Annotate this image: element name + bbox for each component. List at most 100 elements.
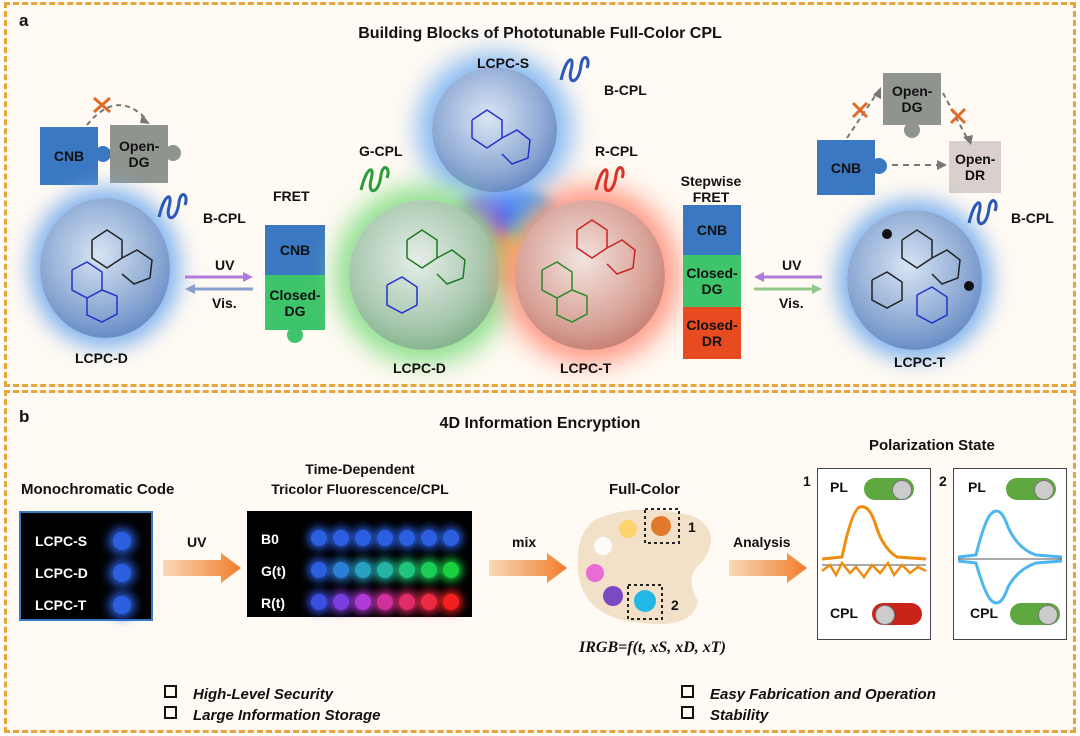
b-cpl-helix-icon-top [559,56,590,83]
analysis-arrow [729,553,807,583]
vis-label-right: Vis. [779,295,804,311]
uv-arrow-b [163,553,241,583]
panel-b-letter: b [19,407,30,426]
state2-box: PL CPL [953,468,1067,640]
checkbox-icon [681,706,694,719]
mono-row-d: LCPC-D [35,565,88,581]
state1-curves [821,505,927,580]
tricolor-dot [333,562,349,578]
tricolor-row-r: R(t) [261,595,286,611]
tricolor-title-1: Time-Dependent [305,461,415,477]
state1-cpl: CPL [830,605,858,621]
lcpc-t-label-center: LCPC-T [560,360,612,376]
bullet-security: High-Level Security [164,685,333,703]
state2-cpl: CPL [970,605,998,621]
state1-pl-toggle[interactable] [864,478,914,500]
tricolor-dot [355,594,371,610]
r-cpl-helix-icon [594,166,625,193]
closed-dg-knob [287,327,303,343]
open-dg-knob [165,145,181,161]
open-dg-block-left: Open-DG [110,125,168,183]
formula: IRGB=f(t, xS, xD, xT) [579,639,726,656]
tricolor-dot [399,594,415,610]
fret-cnb-block: CNB [265,225,325,275]
tricolor-dot [311,562,327,578]
toggle-knob [1034,480,1054,500]
mono-title: Monochromatic Code [21,481,175,498]
lcpc-d-sphere-center [349,200,499,350]
state1-cpl-toggle[interactable] [872,603,922,625]
right-pathway-arrows [846,87,973,170]
uv-label-left: UV [215,257,235,273]
palette-marker-2: 2 [671,597,679,613]
b-cpl-label-left: B-CPL [203,210,246,226]
tricolor-row-g: G(t) [261,563,286,579]
molecule-t-center [541,219,636,323]
lcpc-d-label-left: LCPC-D [75,350,128,366]
fret-closed-dg-block: Closed-DG [265,275,325,330]
bullet-storage: Large Information Storage [164,706,381,724]
tricolor-dot [311,530,327,546]
checkbox-icon [681,685,694,698]
panel-b: b 4D Information Encryption Monochromati… [4,390,1076,733]
panel-a-title: Building Blocks of Phototunable Full-Col… [358,25,722,42]
tricolor-dot [421,562,437,578]
mono-dot [113,532,131,550]
molecule-s [471,109,531,165]
toggle-knob [892,480,912,500]
stepwise-fret-label: Stepwise FRET [680,173,742,205]
tricolor-dot [333,594,349,610]
tricolor-dot [311,594,327,610]
tricolor-dot [377,562,393,578]
fret-label: FRET [273,188,310,204]
mix-arrow [489,553,567,583]
open-dg-block-right: Open-DG [883,73,941,125]
cnb-knob-right [871,158,887,174]
lcpc-t-label-right: LCPC-T [894,354,946,370]
bullet-stability: Stability [681,706,768,724]
panel-a: a Building Blocks of Phototunable Full-C… [4,2,1076,387]
b-cpl-label-top: B-CPL [604,82,647,98]
uv-label-b: UV [187,534,207,550]
state1-num: 1 [803,473,811,489]
tricolor-dot [443,594,459,610]
tricolor-dot [377,530,393,546]
lcpc-s-sphere [432,67,557,192]
mono-row-s: LCPC-S [35,533,88,549]
tricolor-dot [443,562,459,578]
color-palette [577,508,711,625]
tricolor-dot [399,562,415,578]
state1-pl: PL [830,479,848,495]
state2-num: 2 [939,473,947,489]
state2-pl-toggle[interactable] [1006,478,1056,500]
crossed-arrow [86,96,150,126]
mono-code-panel: LCPC-S LCPC-D LCPC-T [19,511,153,621]
tricolor-dot [421,594,437,610]
uv-vis-arrows-right [754,272,822,294]
lcpc-d-label-center: LCPC-D [393,360,446,376]
cnb-block-right: CNB [817,140,875,195]
open-dr-block: Open-DR [949,141,1001,193]
state2-curves [957,509,1063,605]
stepwise-closed-dg-block: Closed-DG [683,255,741,307]
toggle-knob [875,605,895,625]
state2-cpl-toggle[interactable] [1010,603,1060,625]
lcpc-t-sphere-center [515,200,665,350]
tricolor-dot [421,530,437,546]
uv-label-right: UV [782,257,802,273]
tricolor-dot [443,530,459,546]
state1-box: PL CPL [817,468,931,640]
tricolor-title-2: Tricolor Fluorescence/CPL [271,481,449,497]
cnb-knob [95,146,111,162]
b-cpl-helix-icon [157,193,188,220]
b-cpl-helix-icon-right [967,199,998,226]
panel-b-title: 4D Information Encryption [439,415,641,432]
b-cpl-label-right: B-CPL [1011,210,1054,226]
lcpc-s-label: LCPC-S [477,55,530,71]
g-cpl-label: G-CPL [359,143,403,159]
tricolor-dot [399,530,415,546]
molecule-right [871,229,974,324]
tricolor-dot [333,530,349,546]
polarization-title: Polarization State [869,437,995,454]
mono-dot [113,596,131,614]
